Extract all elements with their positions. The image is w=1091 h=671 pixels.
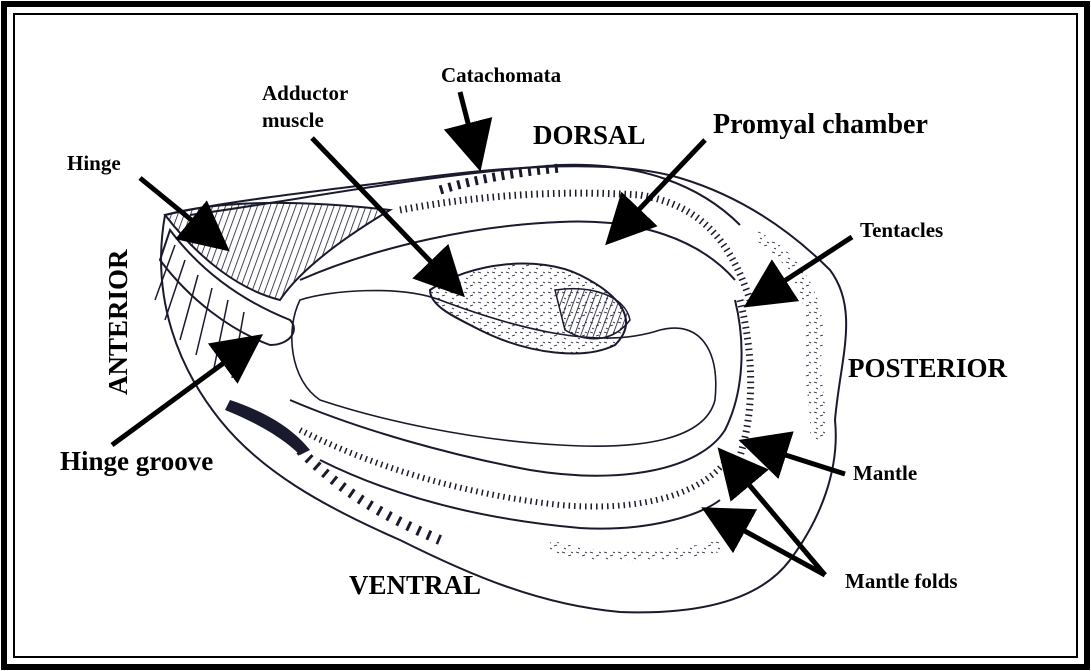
ventral-stipple <box>550 540 720 562</box>
label-posterior: POSTERIOR <box>848 353 1008 383</box>
catachomata-dorsal <box>440 168 560 190</box>
adductor-dark <box>555 289 630 339</box>
mantle-fold-3 <box>320 460 720 529</box>
mantle-folds-arrow-2 <box>710 512 825 575</box>
hinge-region <box>165 203 390 300</box>
mantle-folds-arrow-1 <box>724 455 825 575</box>
label-mantle: Mantle <box>853 461 917 485</box>
label-catachomata: Catachomata <box>441 63 562 87</box>
label-adductor-line2: muscle <box>262 108 324 132</box>
hinge-groove-arrow <box>112 340 255 445</box>
label-tentacles: Tentacles <box>860 218 943 242</box>
catachomata-arrow <box>460 92 478 162</box>
label-mantle-folds: Mantle folds <box>845 569 958 593</box>
label-anterior: ANTERIOR <box>103 249 133 395</box>
label-dorsal: DORSAL <box>533 120 646 150</box>
mantle-arrow <box>748 443 845 474</box>
label-promyal-chamber: Promyal chamber <box>713 109 928 140</box>
label-adductor-line1: Adductor <box>262 81 348 105</box>
label-hinge: Hinge <box>67 151 121 175</box>
label-ventral: VENTRAL <box>349 570 481 600</box>
ventral-dark-band <box>225 400 310 455</box>
label-hinge-groove: Hinge groove <box>60 446 213 476</box>
